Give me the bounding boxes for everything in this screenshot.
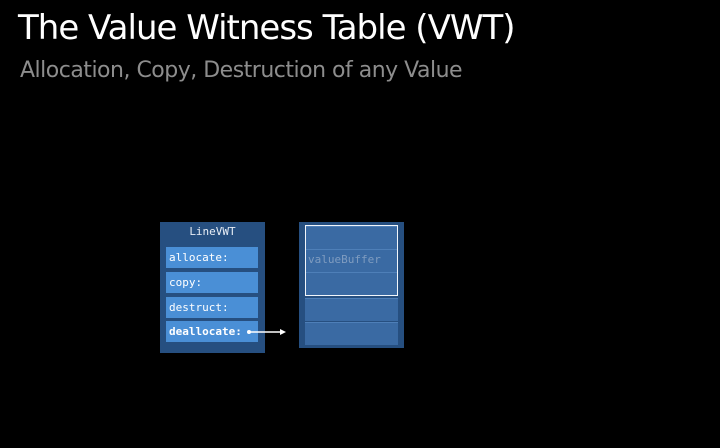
line-vwt-table: LineVWT allocate: copy: destruct: deallo…: [160, 222, 265, 353]
vwt-entry-destruct: destruct:: [166, 297, 258, 318]
arrow-right-icon: [247, 329, 286, 335]
value-block: valueBuffer: [299, 222, 404, 348]
value-cell: [305, 298, 398, 321]
value-cell: [305, 322, 398, 345]
value-cell: [305, 272, 398, 295]
line-vwt-header: LineVWT: [189, 225, 236, 238]
value-cell: [305, 226, 398, 249]
value-cell: [305, 249, 398, 272]
vwt-entry-allocate: allocate:: [166, 247, 258, 268]
vwt-entry-copy: copy:: [166, 272, 258, 293]
value-buffer-label: valueBuffer: [308, 253, 381, 266]
slide-title: The Value Witness Table (VWT): [18, 8, 515, 48]
slide-subtitle: Allocation, Copy, Destruction of any Val…: [20, 58, 463, 83]
value-buffer-outline: [305, 225, 398, 296]
vwt-entry-deallocate: deallocate:: [166, 321, 258, 342]
